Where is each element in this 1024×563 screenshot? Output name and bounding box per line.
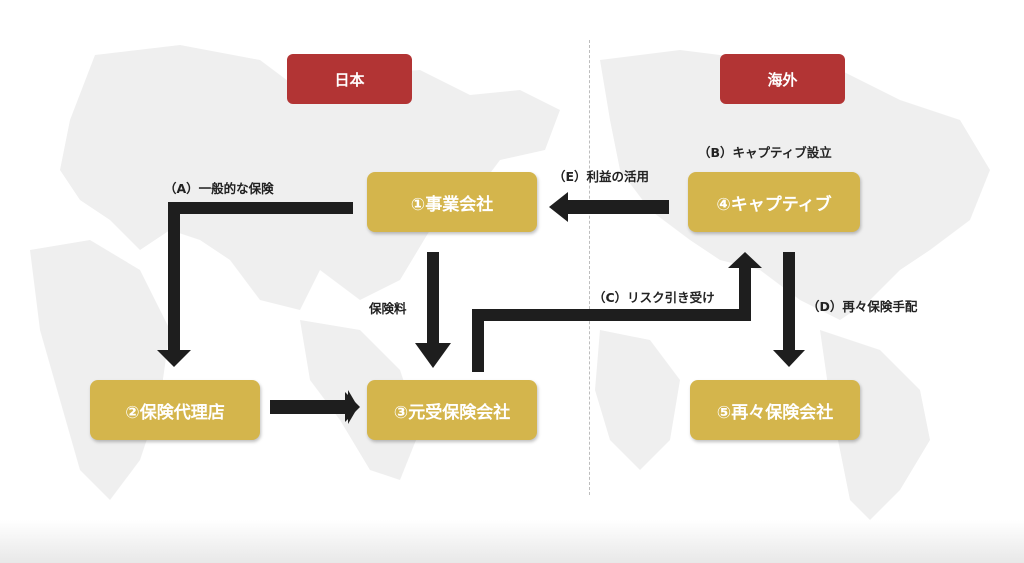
flow-label-d: （D）再々保険手配: [807, 299, 918, 314]
node-reinsurer: ⑤再々保険会社: [690, 380, 860, 440]
node-captive: ④キャプティブ: [688, 172, 860, 232]
flow-label-b: （B）キャプティブ設立: [698, 145, 832, 160]
flow-label-c: （C）リスク引き受け: [593, 290, 715, 305]
arrow-a: [157, 202, 353, 367]
region-header-overseas: 海外: [720, 54, 845, 104]
flow-label-a: （A）一般的な保険: [164, 181, 274, 196]
bottom-fade: [0, 520, 1024, 563]
flow-label-e: （E）利益の活用: [553, 169, 650, 184]
arrow-e: [549, 192, 669, 222]
node-business-company: ①事業会社: [367, 172, 537, 232]
region-divider: [589, 40, 590, 495]
region-header-japan: 日本: [287, 54, 412, 104]
arrow-premium: [415, 252, 451, 368]
flow-label-premium: 保険料: [369, 301, 407, 316]
arrow-c: [472, 252, 762, 372]
arrow-agency-to-primary: [270, 390, 360, 424]
node-primary-insurer: ③元受保険会社: [367, 380, 537, 440]
arrow-d: [773, 252, 805, 367]
node-insurance-agency: ②保険代理店: [90, 380, 260, 440]
